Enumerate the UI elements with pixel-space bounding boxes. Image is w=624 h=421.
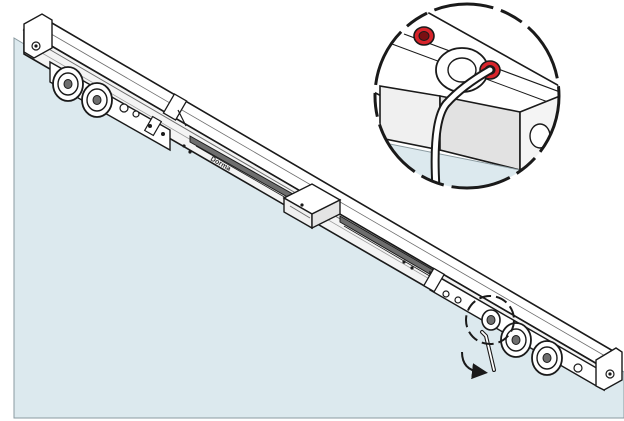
roller-wheel-right-1 xyxy=(500,322,532,358)
roller-wheel-right-2 xyxy=(531,340,563,376)
rotate-arrow-icon xyxy=(461,351,488,380)
left-end-bracket xyxy=(23,13,53,59)
adjustment-nut xyxy=(481,309,501,331)
detail-magnifier xyxy=(373,2,561,190)
hex-key-detail xyxy=(430,65,495,188)
right-end-bracket xyxy=(595,347,623,391)
roller-wheel-left-1 xyxy=(52,66,84,102)
left-roller-carriage xyxy=(49,60,188,152)
center-clamp-block xyxy=(282,183,342,230)
roller-wheel-left-2 xyxy=(81,82,113,118)
red-screw-1 xyxy=(413,26,435,46)
right-roller-carriage xyxy=(422,267,601,390)
focus-circle xyxy=(465,295,515,345)
hex-key xyxy=(480,330,496,372)
